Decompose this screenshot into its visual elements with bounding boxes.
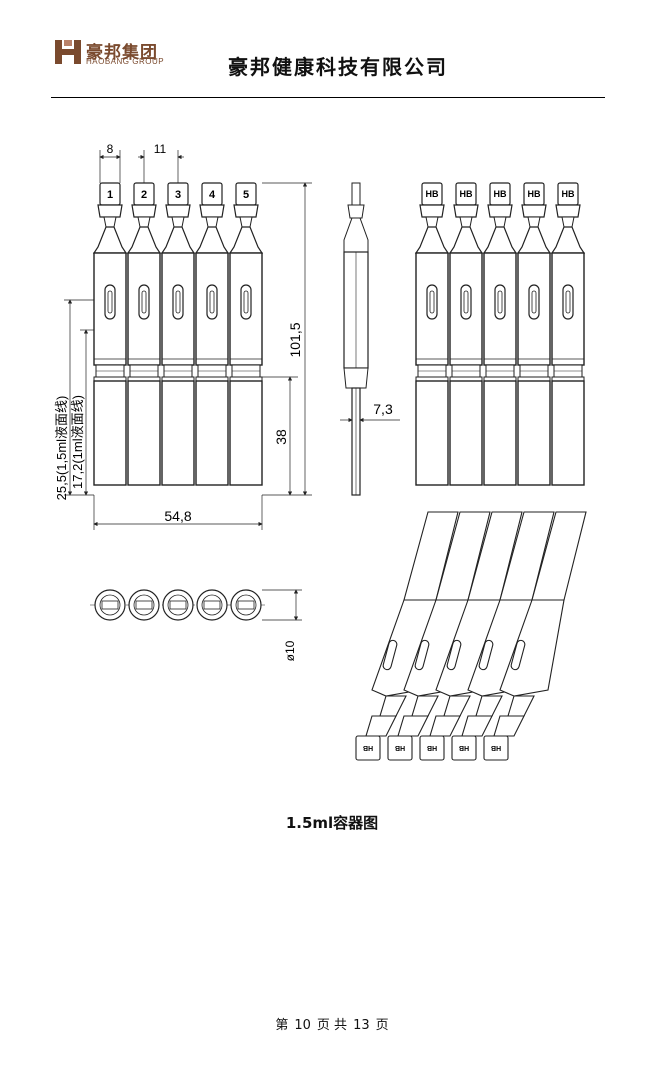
tube-marking: HB (363, 744, 373, 751)
tube-marking: HB (460, 189, 473, 199)
dimension-total-width-label: 54,8 (164, 508, 191, 524)
top-view (90, 589, 265, 621)
tube-marking: HB (491, 744, 501, 751)
dimension-height (262, 182, 312, 496)
tube-number: 4 (209, 189, 216, 201)
company-logo: 豪邦集团 HAOBANG GROUP (53, 37, 213, 69)
logo-h-icon (53, 37, 83, 67)
dimension-liquid-levels (64, 299, 94, 496)
dimension-diameter (262, 589, 302, 621)
tube-number: 3 (175, 189, 181, 201)
side-view (343, 182, 369, 496)
dimension-1-5ml-level-label: 25,5(1,5ml液面线) (54, 396, 69, 501)
dimension-thickness-label: 7,3 (373, 401, 393, 417)
tube-marking: HB (528, 189, 541, 199)
tube-marking: HB (562, 189, 575, 199)
footer-page-current: 10 (294, 1018, 311, 1033)
container-technical-drawing: 1 2 3 4 5 8 11 101,5 38 25,5(1,5ml液面 (54, 142, 587, 761)
isometric-view (355, 511, 587, 761)
tube-marking: HB (427, 744, 437, 751)
dimension-1ml-level-label: 17,2(1ml液面线) (70, 395, 85, 489)
logo-english-name: HAOBANG GROUP (86, 57, 165, 66)
dimension-diameter-label: ø10 (283, 640, 297, 661)
footer-page-label: 第 (275, 1018, 289, 1033)
dimension-pitch-label: 11 (154, 142, 167, 156)
tube-marking: HB (426, 189, 439, 199)
dimension-height-label: 101,5 (287, 322, 303, 357)
dimension-pitch (138, 150, 184, 183)
logo-chinese-name: 豪邦集团 (86, 43, 158, 63)
dimension-total-width (93, 495, 263, 530)
figure-caption: 1.5ml容器图 (285, 814, 379, 832)
dimension-thickness (340, 414, 400, 426)
footer-page-suffix: 页 (375, 1018, 389, 1033)
company-name: 豪邦健康科技有限公司 (228, 55, 448, 79)
front-view-numbered: 1 2 3 4 5 (93, 182, 263, 486)
tube-marking: HB (395, 744, 405, 751)
page-footer: 第 10 页 共 13 页 (0, 1014, 664, 1033)
front-view-marked: HB HB HB HB HB (415, 182, 585, 486)
tube-number: 5 (243, 189, 249, 201)
tube-marking: HB (459, 744, 469, 751)
dimension-width-label: 8 (107, 142, 114, 156)
footer-page-of: 页 共 (316, 1018, 348, 1033)
tube-marking: HB (494, 189, 507, 199)
footer-page-total: 13 (353, 1018, 370, 1033)
header-divider (51, 97, 605, 98)
dimension-lower-height (262, 376, 298, 496)
tube-number: 1 (107, 189, 113, 201)
dimension-width (99, 150, 121, 183)
dimension-lower-height-label: 38 (273, 429, 289, 445)
tube-number: 2 (141, 189, 147, 201)
